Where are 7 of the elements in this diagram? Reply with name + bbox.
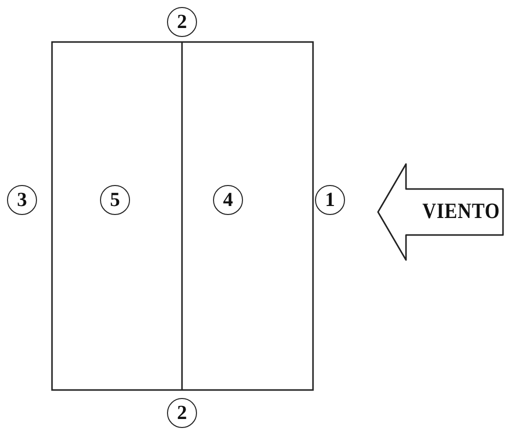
callout-number: 2 <box>167 398 197 428</box>
callout-number: 3 <box>7 185 37 215</box>
callout-number: 1 <box>315 185 345 215</box>
wind-label: VIENTO <box>422 199 500 225</box>
callout-number: 5 <box>100 185 130 215</box>
callout-number: 4 <box>213 185 243 215</box>
callout-number: 2 <box>167 7 197 37</box>
